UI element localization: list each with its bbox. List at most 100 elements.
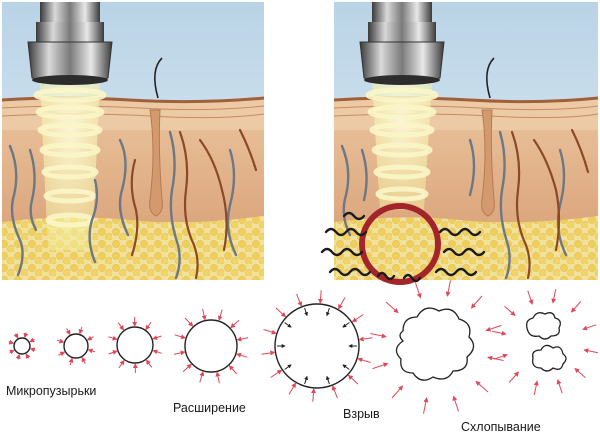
arrow-icon [8,339,15,345]
bubble-5 [274,303,360,389]
arrow-icon [201,308,207,321]
arrow-icon [174,334,186,340]
collapsed-bubble [525,312,567,372]
arrow-icon [338,297,346,310]
ultrasound-probe-icon [359,2,445,85]
arrow-icon [29,337,35,343]
arrow-icon [288,382,296,395]
arrow-icon [261,350,276,356]
arrow-icon [118,359,125,369]
arrow-icon [152,335,162,340]
arrow-icon [508,371,520,383]
arrow-icon [391,385,404,399]
arrow-icon [582,324,597,331]
arrow-icon [230,319,240,329]
bubble-3 [116,326,154,364]
arrow-icon [236,352,248,358]
skin-panel-right [320,2,599,285]
arrow-icon [25,353,31,359]
stage-label-micro: Микропузырьки [6,384,96,398]
arrow-icon [56,338,65,344]
arrow-icon [370,333,387,339]
arrow-icon [275,307,287,318]
arrow-icon [475,380,489,393]
arrow-icon [228,365,238,375]
arrow-icon [452,395,460,412]
arrow-icon [342,364,350,370]
arrow-icon [326,307,330,317]
arrow-icon [470,295,483,309]
arrow-icon [357,357,371,363]
arrow-icon [23,332,29,339]
arrow-icon [182,363,192,373]
arrow-icon [13,333,19,339]
arrow-icon [556,379,563,394]
arrow-icon [81,356,87,364]
bubble-4 [184,319,238,373]
arrow-icon [68,357,74,366]
arrow-icon [270,369,283,378]
arrow-icon [145,321,152,331]
arrow-icon [78,326,84,335]
bubble-1 [13,337,31,355]
arrow-icon [570,301,582,313]
arrow-icon [263,329,277,335]
arrow-icon [296,293,303,307]
hair-icon [154,57,163,99]
burst-cloud [395,307,475,381]
arrow-icon [86,335,94,341]
arrow-icon [491,330,507,336]
arrow-icon [15,353,21,360]
arrow-icon [347,374,359,385]
arrow-icon [108,350,118,355]
arrow-icon [304,375,308,385]
arrow-icon [385,301,399,314]
arrow-icon [372,362,389,370]
stage-label-burst: Взрыв [343,407,380,421]
arrow-icon [215,371,221,384]
ultrasound-probe-icon [27,2,113,85]
arrow-icon [87,348,96,354]
arrow-icon [445,280,451,297]
arrow-icon [310,388,316,402]
arrow-icon [199,371,205,383]
arrow-icon [145,359,153,368]
skin-panel-left [1,2,265,280]
arrow-icon [284,322,292,328]
arrow-icon [304,307,308,317]
hair-icon [486,57,495,99]
arrow-icon [284,364,292,370]
arrow-icon [184,317,194,327]
black-wave-icon [320,211,486,283]
arrow-icon [117,322,125,331]
arrow-icon [551,288,557,304]
arrow-icon [583,348,599,354]
arrow-icon [173,350,186,356]
arrow-icon [358,336,373,342]
bubble-sequence [8,280,599,414]
arrow-icon [423,397,429,414]
arrow-icon [326,375,330,385]
arrow-icon [9,349,15,355]
arrow-icon [65,328,71,336]
arrow-icon [414,282,422,299]
arrow-icon [331,385,338,399]
arrow-icon [29,347,36,353]
bubble-2 [63,333,89,359]
arrow-icon [342,322,350,328]
arrow-icon [58,351,66,357]
stage-label-expand: Расширение [173,401,246,415]
arrow-icon [318,290,324,304]
arrow-icon [236,336,249,342]
arrow-icon [108,335,118,341]
stage-label-collapse: Схлопывание [461,420,541,434]
arrow-icon [485,324,502,332]
red-ring-icon [359,203,441,285]
arrow-icon [574,367,586,379]
arrow-icon [533,380,539,396]
arrow-icon [351,314,364,323]
arrow-icon [493,353,508,360]
arrow-icon [527,290,534,305]
arrow-icon [217,309,223,321]
